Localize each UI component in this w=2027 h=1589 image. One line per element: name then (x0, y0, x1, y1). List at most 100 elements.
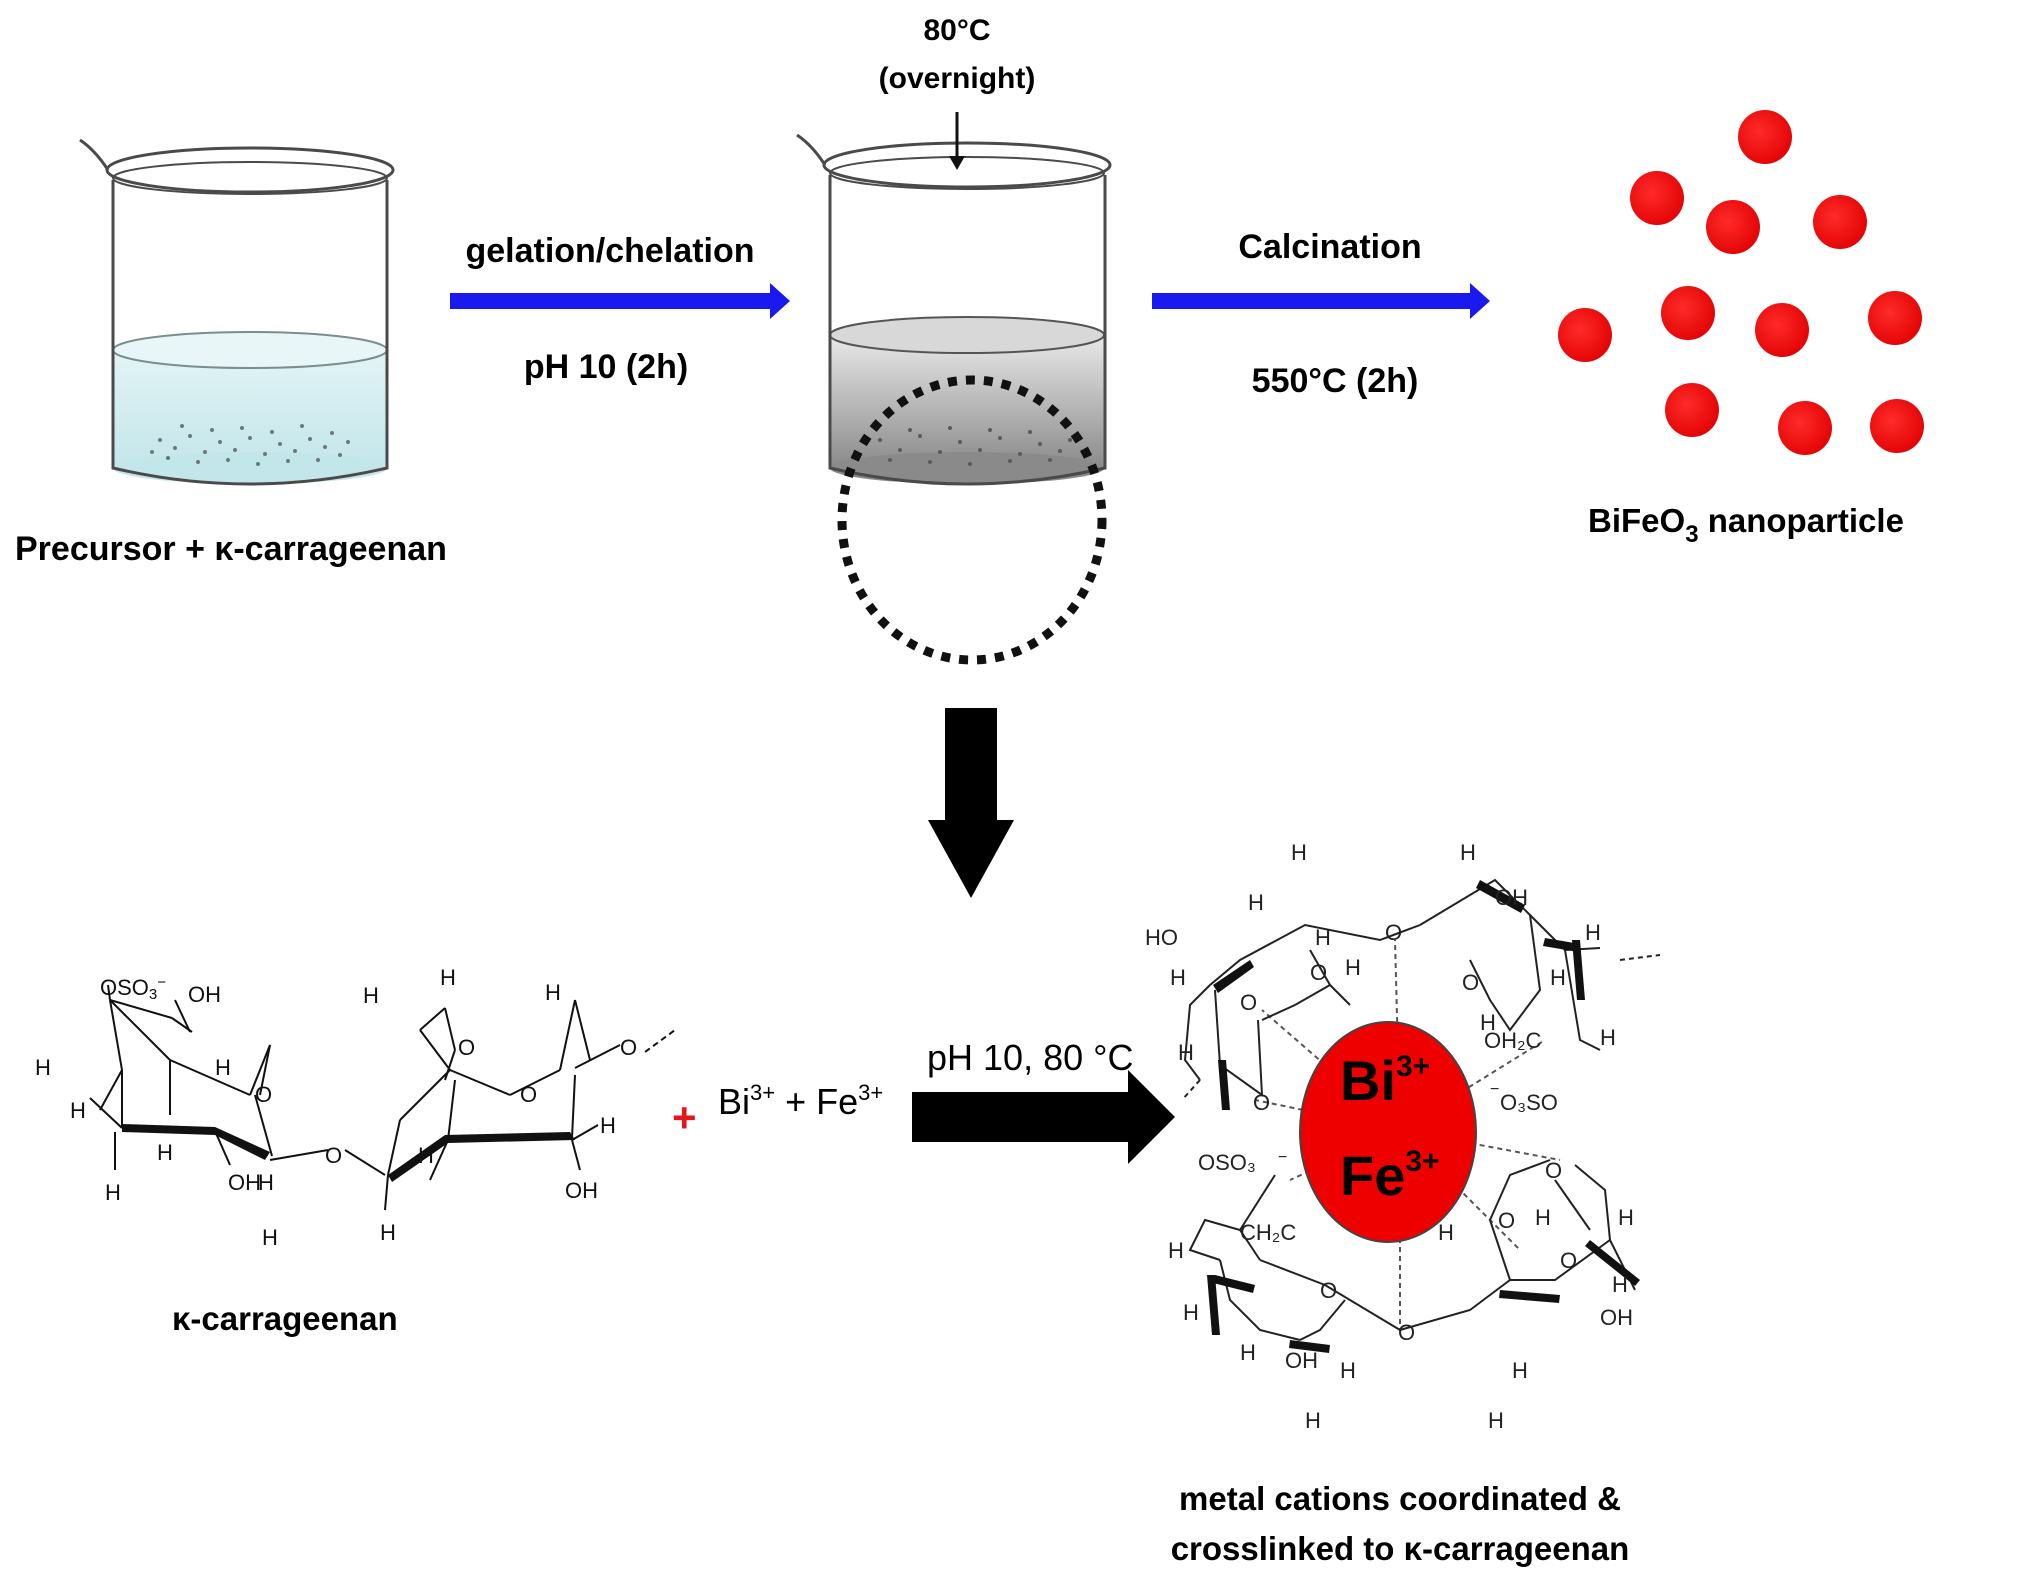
svg-text:H: H (1178, 1040, 1194, 1065)
svg-text:H: H (262, 1225, 278, 1250)
svg-text:H: H (1480, 1010, 1496, 1035)
liquid-surface (112, 331, 388, 369)
metal-center (1299, 1021, 1477, 1243)
complex-atoms: H H H OH HO O H H H H O O O H H H H OH₂C… (1145, 840, 1634, 1433)
down-arrow (928, 708, 1014, 898)
gelation-label: gelation/chelation (465, 232, 754, 270)
svg-text:H: H (1460, 840, 1476, 865)
heat-duration: (overnight) (879, 62, 1036, 95)
gel-surface (829, 316, 1105, 354)
svg-text:HO: HO (1145, 925, 1178, 950)
svg-text:H: H (105, 1180, 121, 1205)
svg-text:H: H (1248, 890, 1264, 915)
svg-text:O: O (1310, 960, 1327, 985)
svg-text:H: H (440, 965, 456, 990)
complex-label-line1: metal cations coordinated & (1179, 1480, 1621, 1517)
svg-text:H: H (1340, 1358, 1356, 1383)
svg-text:H: H (418, 1143, 434, 1168)
svg-text:OH: OH (228, 1170, 261, 1195)
nanoparticle (1738, 110, 1792, 164)
svg-text:H: H (1512, 1358, 1528, 1383)
svg-text:H: H (1345, 955, 1361, 980)
svg-text:OH: OH (565, 1178, 598, 1203)
svg-text:H: H (1612, 1272, 1628, 1297)
svg-text:O: O (620, 1035, 637, 1060)
svg-text:O: O (1385, 920, 1402, 945)
svg-text:H: H (215, 1055, 231, 1080)
svg-text:O: O (1498, 1208, 1515, 1233)
liquid-bottom (113, 452, 387, 484)
calcination-condition: 550°C (2h) (1252, 362, 1419, 400)
svg-text:O₃SO: O₃SO (1500, 1090, 1558, 1115)
nanoparticle (1630, 171, 1684, 225)
complex-label-line2: crosslinked to κ-carrageenan (1171, 1530, 1630, 1567)
svg-text:O: O (520, 1082, 537, 1107)
svg-text:−: − (1278, 1149, 1287, 1166)
svg-text:OH: OH (1285, 1348, 1318, 1373)
svg-text:OH: OH (1600, 1305, 1633, 1330)
svg-text:CH₂C: CH₂C (1240, 1220, 1296, 1245)
svg-text:H: H (1600, 1025, 1616, 1050)
svg-text:H: H (1291, 840, 1307, 865)
svg-text:H: H (1618, 1205, 1634, 1230)
precursor-particles (150, 424, 350, 466)
gelation-condition: pH 10 (2h) (524, 348, 688, 386)
svg-text:OH: OH (188, 982, 221, 1007)
gel-liquid (830, 335, 1105, 468)
svg-text:O: O (1545, 1158, 1562, 1183)
nanoparticle (1778, 401, 1832, 455)
reactant-ions: Bi3+ + Fe3+ (718, 1080, 883, 1122)
nanoparticle (1558, 308, 1612, 362)
svg-text:H: H (35, 1055, 51, 1080)
carrageenan-label: κ-carrageenan (172, 1300, 398, 1337)
svg-text:O: O (1320, 1278, 1337, 1303)
beaker-gel (796, 133, 1112, 665)
complex-bi: Bi3+ (1340, 1049, 1430, 1112)
svg-text:H: H (1585, 920, 1601, 945)
svg-text:H: H (1438, 1220, 1454, 1245)
nanoparticle (1706, 200, 1760, 254)
svg-text:O: O (1398, 1320, 1415, 1345)
nanoparticle (1755, 303, 1809, 357)
plus-sign: + (672, 1094, 697, 1141)
svg-text:H: H (1170, 965, 1186, 990)
reaction-condition: pH 10, 80 °C (927, 1037, 1134, 1078)
svg-text:H: H (1550, 965, 1566, 990)
svg-text:H: H (1168, 1238, 1184, 1263)
calcination-label: Calcination (1238, 228, 1421, 266)
nanoparticle (1813, 195, 1867, 249)
svg-text:H: H (1183, 1300, 1199, 1325)
svg-text:O: O (1560, 1248, 1577, 1273)
zoom-circle (837, 375, 1107, 665)
svg-text:O: O (458, 1035, 475, 1060)
svg-text:H: H (1488, 1408, 1504, 1433)
svg-text:O: O (1253, 1090, 1270, 1115)
svg-text:H: H (600, 1113, 616, 1138)
svg-text:−: − (1490, 1081, 1499, 1098)
nanoparticle (1661, 286, 1715, 340)
svg-text:O: O (325, 1143, 342, 1168)
svg-text:OSO3−: OSO3− (100, 974, 166, 1003)
heat-temp: 80°C (923, 14, 990, 47)
svg-text:H: H (1240, 1340, 1256, 1365)
bifeo3-nanoparticles (1558, 110, 1924, 455)
beaker-precursor-label: Precursor + κ-carrageenan (15, 530, 447, 568)
nanoparticle (1665, 383, 1719, 437)
carrageenan-structure (89, 984, 676, 1211)
svg-text:H: H (1535, 1205, 1551, 1230)
metal-complex (1181, 878, 1661, 1353)
svg-text:H: H (380, 1220, 396, 1245)
svg-text:H: H (258, 1170, 274, 1195)
svg-text:OH: OH (1495, 885, 1528, 910)
svg-text:H: H (157, 1140, 173, 1165)
svg-text:OH₂C: OH₂C (1484, 1028, 1542, 1053)
complex-fe: Fe3+ (1340, 1144, 1440, 1207)
svg-text:O: O (1240, 990, 1257, 1015)
product-label: BiFeO3 nanoparticle (1588, 502, 1904, 548)
beaker-precursor (79, 138, 395, 486)
svg-text:OSO₃: OSO₃ (1198, 1150, 1256, 1175)
svg-text:H: H (363, 983, 379, 1008)
nanoparticle (1868, 291, 1922, 345)
svg-text:H: H (70, 1098, 86, 1123)
